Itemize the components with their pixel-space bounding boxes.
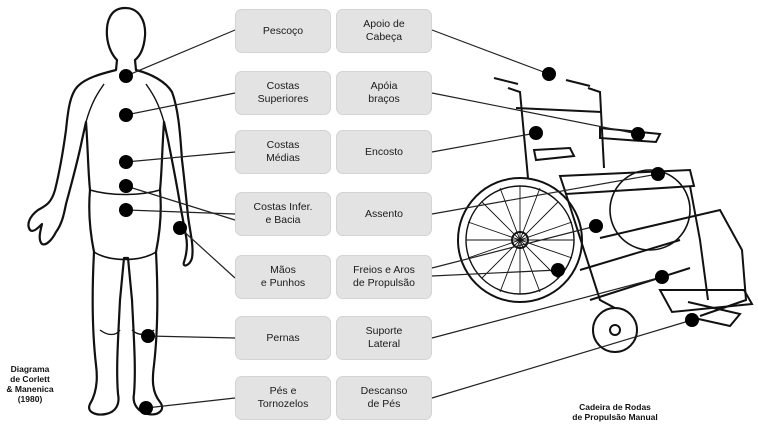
connector-lines [125,29,693,409]
body-figure [27,6,194,416]
marker-freios [589,219,603,233]
marker-pernas [141,329,155,343]
wheelchair-caption: Cadeira de Rodas de Propulsão Manual [572,402,658,422]
label-costas-medias: Costas Médias [235,130,331,174]
marker-maos-punhos [173,221,187,235]
marker-costas-infer [119,179,133,193]
label-freios-aros: Freios e Aros de Propulsão [336,255,432,299]
label-maos-punhos: Mãos e Punhos [235,255,331,299]
label-pescoco: Pescoço [235,9,331,53]
marker-encosto [529,126,543,140]
marker-apoio-cabeca [542,67,556,81]
label-apoia-bracos: Apóia braços [336,71,432,115]
wheelchair-figure [457,77,754,353]
marker-costas-medias [119,155,133,169]
label-pernas: Pernas [235,316,331,360]
label-pes-tornozelos: Pés e Tornozelos [235,376,331,420]
marker-costas-superiores [119,108,133,122]
marker-descanso-pes [685,313,699,327]
marker-bacia [119,203,133,217]
label-encosto: Encosto [336,130,432,174]
marker-assento [651,167,665,181]
marker-suporte-lateral [655,270,669,284]
marker-pes-tornozelos [139,401,153,415]
label-suporte-lateral: Suporte Lateral [336,316,432,360]
marker-aros [551,263,565,277]
body-diagram-caption: Diagrama de Corlett & Manenica (1980) [6,364,54,404]
marker-apoia-bracos [631,127,645,141]
label-costas-infer-bacia: Costas Infer. e Bacia [235,192,331,236]
marker-pescoco [119,69,133,83]
label-costas-superiores: Costas Superiores [235,71,331,115]
label-assento: Assento [336,192,432,236]
label-descanso-pes: Descanso de Pés [336,376,432,420]
label-apoio-cabeca: Apoio de Cabeça [336,9,432,53]
